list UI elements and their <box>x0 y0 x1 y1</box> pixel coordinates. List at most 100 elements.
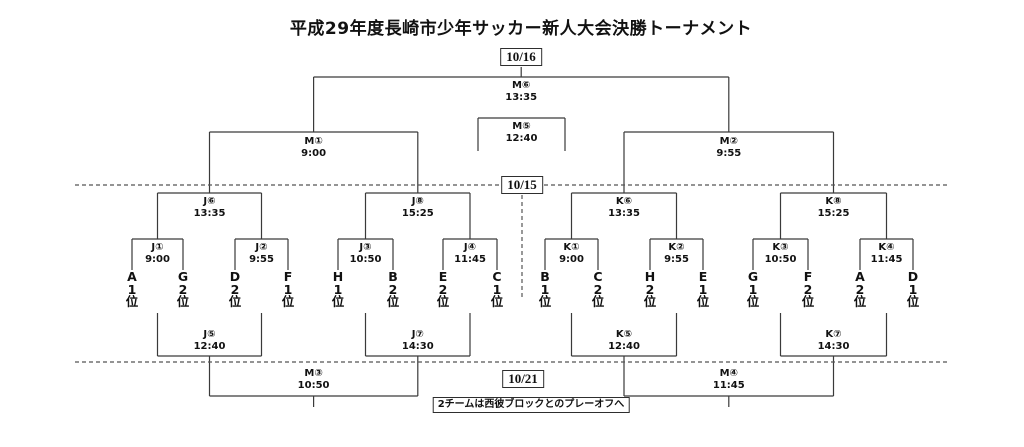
team-group: D <box>229 269 241 284</box>
match-code: M② <box>719 136 738 147</box>
team-c1: C 1 位 <box>491 270 504 309</box>
match-label-j6: J⑥ 13:35 <box>194 196 226 219</box>
team-rank: 1 <box>748 281 758 297</box>
match-label-j8: J⑧ 15:25 <box>402 196 434 219</box>
match-time: 13:35 <box>608 207 640 219</box>
match-code: K⑧ <box>825 196 842 207</box>
match-label-k6: K⑥ 13:35 <box>608 196 640 219</box>
match-code: K⑥ <box>615 196 633 207</box>
team-f1: F 1 位 <box>281 269 295 309</box>
semifinal-date-box: 10/15 <box>501 176 543 194</box>
team-group: F <box>283 269 293 284</box>
team-rank: 2 <box>593 281 603 297</box>
match-code: K⑤ <box>615 329 633 340</box>
team-rank: 2 <box>803 281 813 297</box>
team-rank: 1 <box>492 281 502 297</box>
match-time: 14:30 <box>817 340 850 352</box>
team-rank-suffix: 位 <box>228 294 242 309</box>
match-code: M⑤ <box>512 121 531 132</box>
match-time: 10:50 <box>349 253 382 265</box>
team-rank-suffix: 位 <box>746 294 760 309</box>
team-group: A <box>127 269 137 284</box>
match-code: M① <box>304 136 323 147</box>
match-time: 9:55 <box>664 253 689 265</box>
match-label-k2: K② 9:55 <box>664 242 689 265</box>
match-time: 11:45 <box>870 253 903 265</box>
team-rank-suffix: 位 <box>281 294 295 309</box>
match-time: 9:00 <box>559 253 584 265</box>
match-time: 15:25 <box>817 207 850 219</box>
match-time: 12:40 <box>505 132 538 144</box>
match-code: K④ <box>878 242 895 253</box>
match-label-m6: M⑥ 13:35 <box>505 80 537 103</box>
match-code: J④ <box>463 242 477 253</box>
match-code: J⑤ <box>203 329 216 340</box>
team-group: E <box>438 269 448 284</box>
match-code: M③ <box>304 368 323 379</box>
match-code: J① <box>151 242 164 253</box>
team-rank: 1 <box>908 281 918 297</box>
team-c2: C 2 位 <box>591 269 605 309</box>
match-code: J② <box>255 242 268 253</box>
team-group: H <box>332 269 344 284</box>
match-code: J⑧ <box>411 196 424 207</box>
match-time: 10:50 <box>764 253 797 265</box>
team-rank-suffix: 位 <box>853 294 867 309</box>
team-h2: H 2 位 <box>643 269 657 309</box>
match-label-m1: M① 9:00 <box>301 136 326 159</box>
team-group: A <box>855 269 865 284</box>
match-label-m5: M⑤ 12:40 <box>506 121 538 144</box>
team-rank: 1 <box>698 281 708 297</box>
match-code: K③ <box>772 242 789 253</box>
match-label-m2: M② 9:55 <box>716 136 741 159</box>
team-b1: B 1 位 <box>538 269 552 309</box>
match-code: J③ <box>359 242 372 253</box>
match-label-k4: K④ 11:45 <box>871 242 903 265</box>
team-group: B <box>540 269 550 284</box>
match-label-k5: K⑤ 12:40 <box>608 329 640 352</box>
match-time: 13:35 <box>193 207 226 219</box>
match-label-j7: J⑦ 14:30 <box>402 329 434 352</box>
team-a1: A 1 位 <box>125 269 139 309</box>
match-time: 9:00 <box>145 253 170 265</box>
team-f2: F 2 位 <box>802 269 815 309</box>
match-label-k3: K③ 10:50 <box>765 242 797 265</box>
team-b2: B 2 位 <box>387 270 400 309</box>
team-rank: 1 <box>283 281 293 297</box>
match-label-k8: K⑧ 15:25 <box>818 196 850 219</box>
team-group: G <box>177 269 189 284</box>
playoff-note: 2チームは西彼ブロックとのプレーオフへ <box>432 397 630 413</box>
match-time: 9:00 <box>301 147 327 159</box>
team-rank-suffix: 位 <box>176 294 190 309</box>
match-time: 15:25 <box>401 207 434 219</box>
team-rank-suffix: 位 <box>538 294 552 309</box>
team-rank: 1 <box>540 281 550 297</box>
match-label-j2: J② 9:55 <box>249 242 274 265</box>
match-code: J⑥ <box>203 196 216 207</box>
match-code: K② <box>668 242 685 253</box>
final-date-box: 10/16 <box>500 48 542 66</box>
team-rank: 2 <box>178 281 188 297</box>
match-time: 9:55 <box>716 147 742 159</box>
match-time: 11:45 <box>712 379 745 391</box>
team-rank-suffix: 位 <box>591 294 605 309</box>
team-e1: E 1 位 <box>696 270 710 309</box>
team-e2: E 2 位 <box>437 269 450 309</box>
team-rank: 1 <box>127 281 137 297</box>
playoff-date-box: 10/21 <box>502 370 544 388</box>
team-group: C <box>593 269 603 284</box>
match-label-m4: M④ 11:45 <box>713 368 745 391</box>
team-group: F <box>803 269 813 284</box>
team-rank-suffix: 位 <box>696 294 710 309</box>
team-rank: 2 <box>438 281 448 297</box>
match-label-m3: M③ 10:50 <box>298 368 330 391</box>
match-label-j3: J③ 10:50 <box>350 242 382 265</box>
team-group: H <box>644 269 656 284</box>
team-g2: G 2 位 <box>176 269 190 309</box>
team-a2: A 2 位 <box>853 269 867 309</box>
match-label-j5: J⑤ 12:40 <box>194 329 226 352</box>
team-rank-suffix: 位 <box>125 294 139 309</box>
team-rank: 2 <box>388 281 398 297</box>
team-rank-suffix: 位 <box>643 294 657 309</box>
